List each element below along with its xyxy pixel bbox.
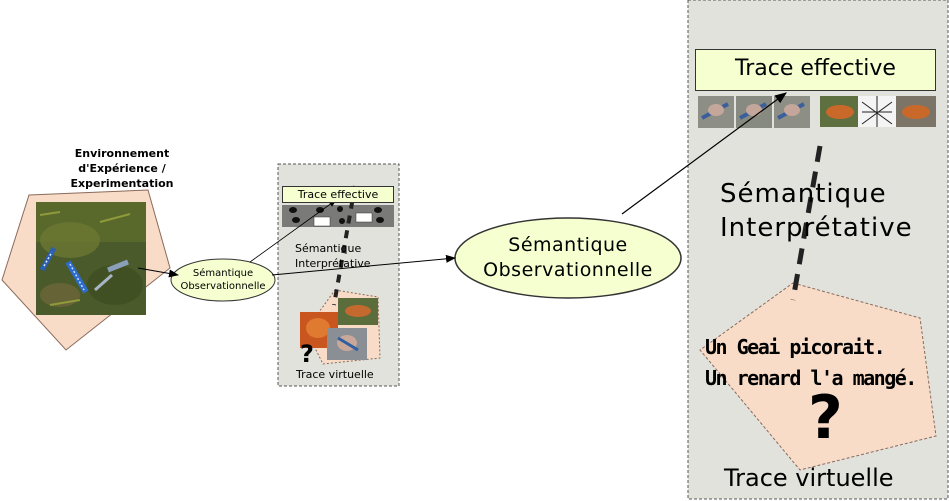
small-question-mark: ? [300, 340, 314, 368]
small-dashed-indicator [332, 185, 357, 306]
arrow-env-to-small-ellipse [137, 267, 179, 278]
small-trace-effective-box: Trace effective [282, 186, 394, 203]
small-sem-int-line-1: Sémantique [295, 242, 362, 255]
small-trace-thumb-2 [355, 212, 373, 223]
big-virtual-sentences: Un Geai picorait. Un renard l'a mangé. [705, 332, 917, 394]
small-sem-obs-line-2: Observationnelle [180, 281, 266, 292]
small-semantique-observationnelle-ellipse [170, 258, 276, 302]
small-sem-obs-line-1: Sémantique [192, 268, 254, 279]
big-dashed-indicator [790, 145, 823, 301]
small-semantique-observationnelle-label: Sémantique Observationnelle [171, 258, 275, 302]
big-sem-int-line-2: Interprétative [720, 213, 913, 243]
big-semantique-interpretative: Sémantique Interprétative [720, 177, 913, 245]
environment-title-line-3: Experimentation [70, 177, 174, 190]
big-sem-obs-line-1: Sémantique [508, 234, 628, 256]
big-semantique-observationnelle-label: Sémantique Observationnelle [455, 218, 681, 298]
big-virtual-pentagon [699, 282, 937, 471]
arrow-big-ellipse-to-trace [621, 92, 787, 215]
environment-title: Environnement d'Expérience / Experimenta… [52, 146, 192, 191]
arrow-small-ellipse-to-trace [249, 199, 337, 263]
big-question-mark: ? [808, 383, 843, 453]
environment-photo [36, 202, 146, 315]
big-sem-int-line-1: Sémantique [720, 179, 887, 209]
arrow-small-ellipse-to-big-ellipse [271, 254, 456, 276]
small-trace-virtuelle: Trace virtuelle [296, 368, 374, 381]
environment-title-line-1: Environnement [74, 147, 170, 160]
environment-title-line-2: d'Expérience / [78, 162, 166, 175]
big-trace-virtuelle: Trace virtuelle [724, 464, 894, 492]
big-sem-obs-line-2: Observationnelle [483, 259, 653, 281]
small-virtual-images [300, 298, 378, 360]
virtual-sentence-1: Un Geai picorait. [705, 335, 886, 359]
small-sem-int-line-2: Interprétative [295, 257, 371, 270]
virtual-sentence-2: Un renard l'a mangé. [705, 366, 917, 390]
small-semantique-interpretative: Sémantique Interprétative [295, 241, 371, 271]
big-trace-effective-box: Trace effective [695, 49, 936, 91]
small-trace-thumb-1 [313, 216, 331, 227]
